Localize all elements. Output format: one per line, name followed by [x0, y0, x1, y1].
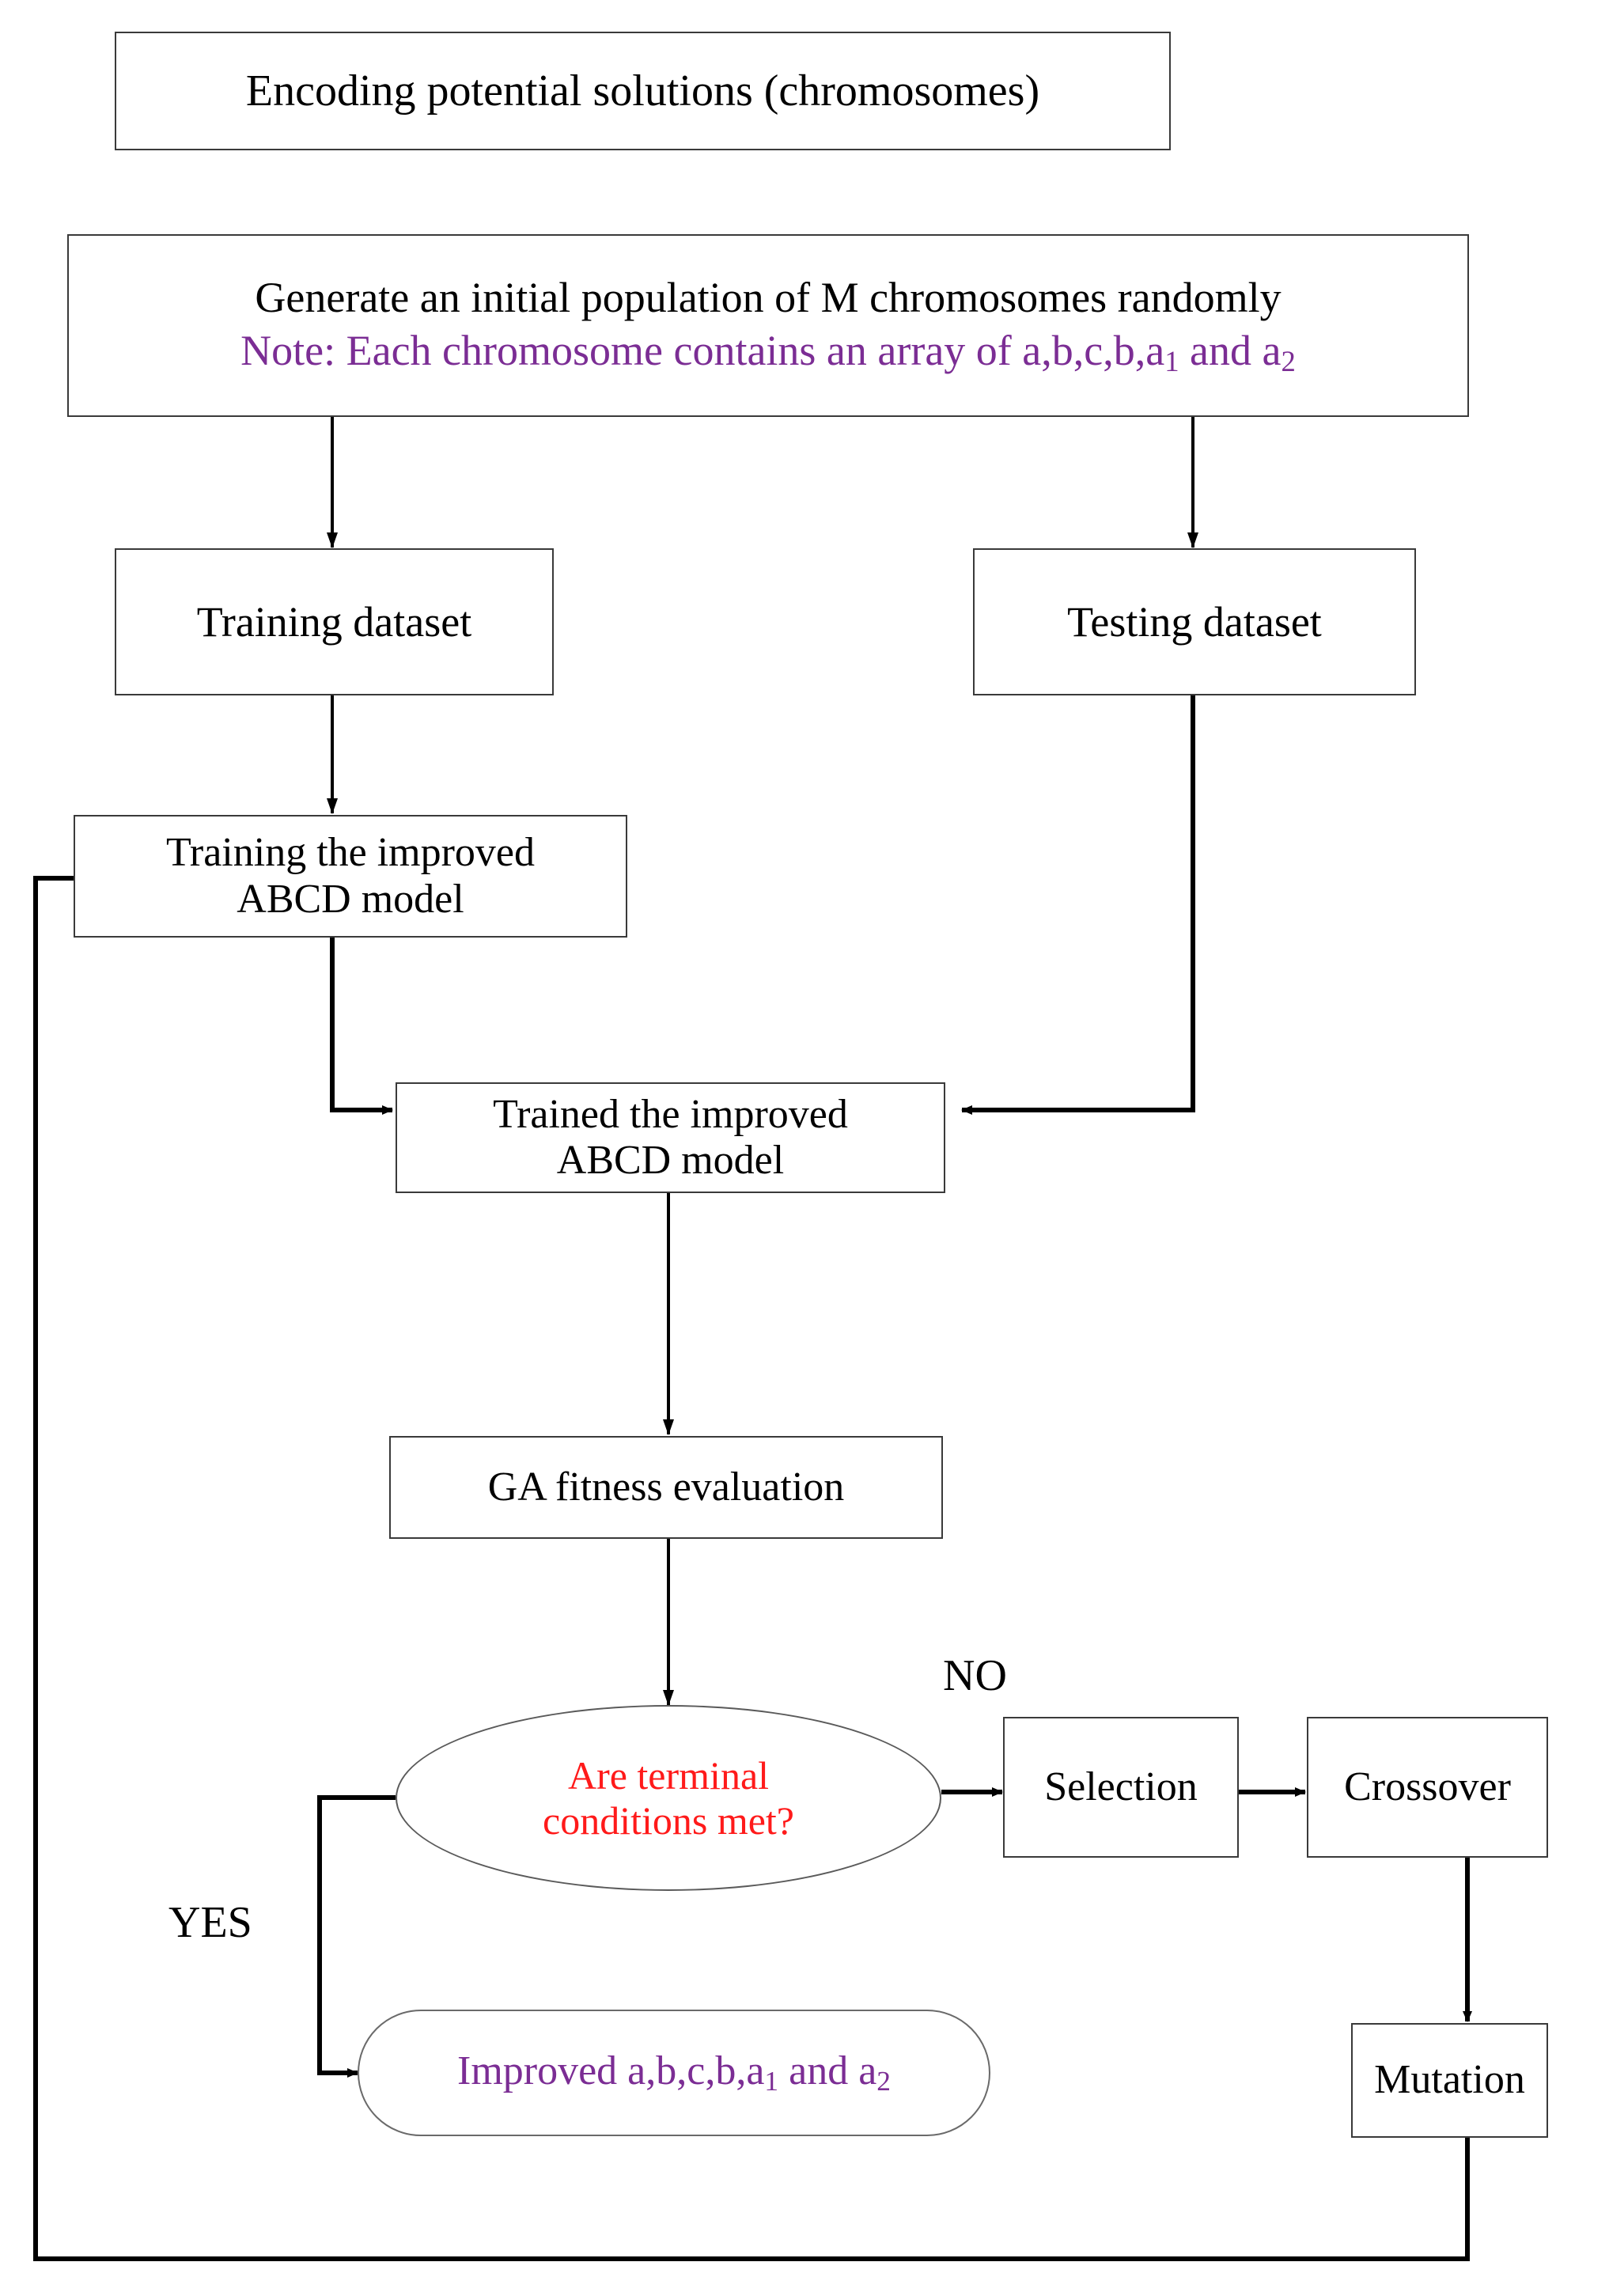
- node-mutation[interactable]: Mutation: [1351, 2023, 1548, 2138]
- node-generate-population[interactable]: Generate an initial population of M chro…: [67, 234, 1469, 417]
- node-trained-improved-abcd-model-line2: ABCD model: [556, 1138, 785, 1183]
- edge-testing-dataset-to-trained-model: [961, 695, 1195, 1115]
- node-selection[interactable]: Selection: [1003, 1717, 1239, 1858]
- node-generate-population-note: Note: Each chromosome contains an array …: [240, 326, 1296, 377]
- node-training-improved-abcd-model[interactable]: Training the improved ABCD model: [74, 815, 627, 938]
- node-terminal-conditions-decision[interactable]: Are terminal conditions met?: [396, 1705, 941, 1891]
- node-terminal-conditions-decision-line2: conditions met?: [543, 1798, 794, 1843]
- node-generate-population-label: Generate an initial population of M chro…: [255, 274, 1282, 322]
- node-encoding-solutions[interactable]: Encoding potential solutions (chromosome…: [115, 32, 1171, 150]
- node-trained-improved-abcd-model[interactable]: Trained the improved ABCD model: [396, 1082, 945, 1193]
- node-encoding-solutions-label: Encoding potential solutions (chromosome…: [245, 66, 1040, 116]
- edge-label-no: NO: [943, 1651, 1007, 1700]
- node-improved-parameters[interactable]: Improved a,b,c,b,a1 and a2: [358, 2010, 990, 2136]
- node-training-improved-abcd-model-line1: Training the improved: [165, 830, 536, 876]
- node-crossover[interactable]: Crossover: [1307, 1717, 1548, 1858]
- node-training-improved-abcd-model-line2: ABCD model: [237, 876, 464, 922]
- node-testing-dataset-label: Testing dataset: [1067, 597, 1322, 646]
- node-mutation-label: Mutation: [1374, 2057, 1525, 2103]
- edge-label-yes: YES: [168, 1898, 252, 1947]
- node-testing-dataset[interactable]: Testing dataset: [973, 548, 1416, 695]
- node-training-dataset[interactable]: Training dataset: [115, 548, 554, 695]
- node-improved-parameters-label: Improved a,b,c,b,a1 and a2: [457, 2048, 891, 2097]
- node-crossover-label: Crossover: [1344, 1764, 1511, 1809]
- node-trained-improved-abcd-model-line1: Trained the improved: [493, 1091, 848, 1137]
- node-ga-fitness-evaluation-label: GA fitness evaluation: [487, 1464, 845, 1510]
- node-terminal-conditions-decision-line1: Are terminal: [567, 1752, 770, 1798]
- edge-training-model-to-trained-model: [330, 938, 393, 1115]
- node-selection-label: Selection: [1044, 1764, 1198, 1809]
- node-training-dataset-label: Training dataset: [196, 597, 472, 646]
- node-ga-fitness-evaluation[interactable]: GA fitness evaluation: [389, 1436, 943, 1539]
